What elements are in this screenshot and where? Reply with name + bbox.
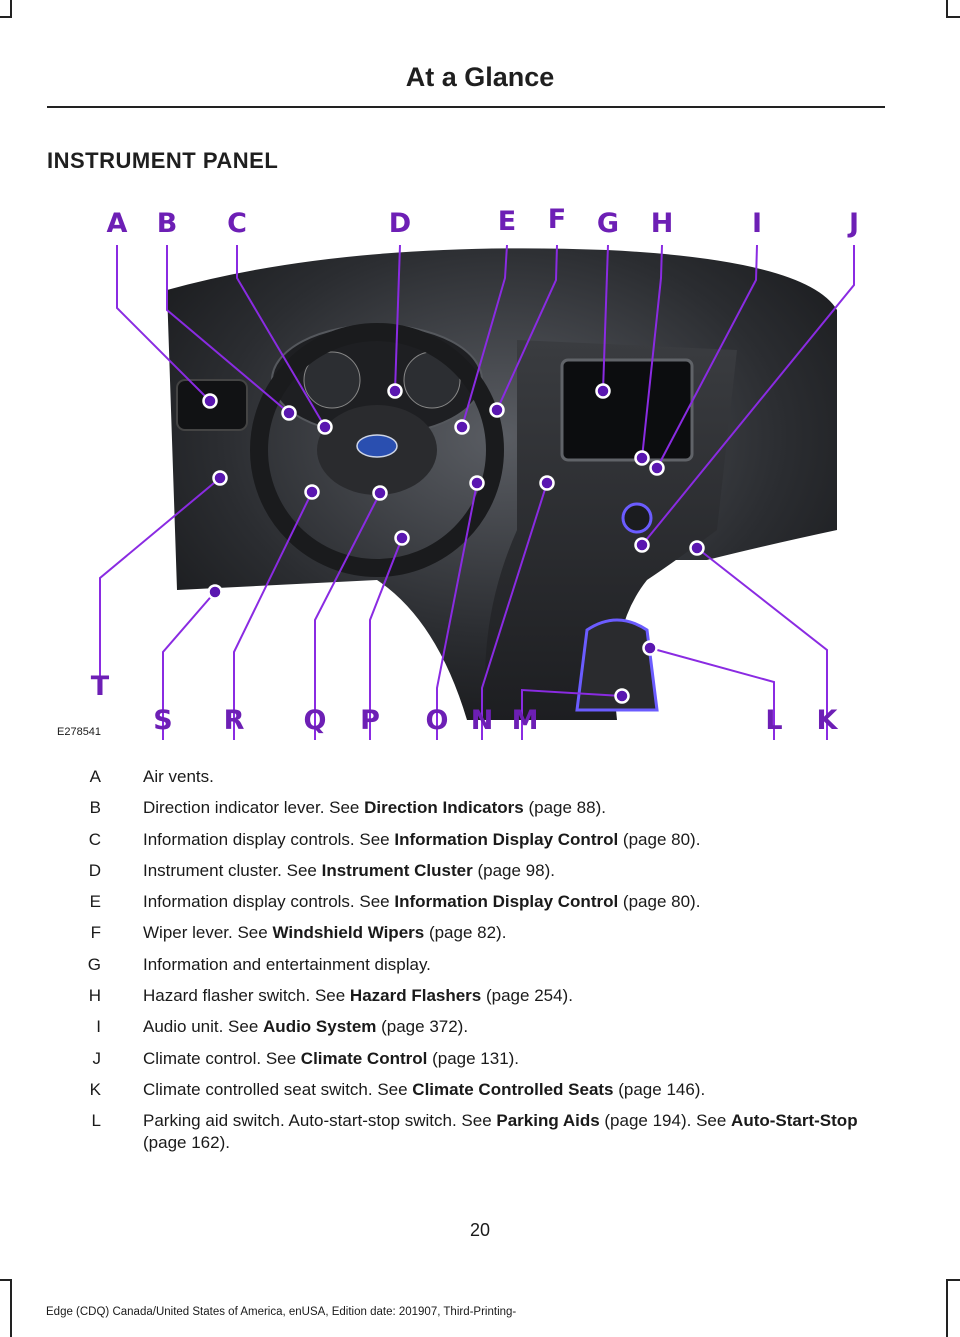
callout-letter: N [471, 705, 494, 736]
page-reference: (page 131). [427, 1049, 519, 1068]
callout-letter: I [752, 208, 762, 239]
callout-letter: G [597, 208, 619, 239]
legend-text: Air vents. [143, 767, 214, 786]
legend-text: Climate control. See [143, 1049, 301, 1068]
cross-reference-link[interactable]: Auto-Start-Stop [731, 1111, 858, 1130]
legend-text: Hazard flasher switch. See [143, 986, 350, 1005]
legend-text: Information and entertainment display. [143, 955, 431, 974]
legend-list: A Air vents. B Direction indicator lever… [47, 766, 885, 1164]
cross-reference-link[interactable]: Information Display Control [394, 892, 618, 911]
legend-letter: H [47, 985, 143, 1007]
legend-letter: J [47, 1048, 143, 1070]
legend-item: A Air vents. [47, 766, 885, 788]
callout-letter: Q [304, 705, 327, 736]
callout-letter: R [224, 705, 245, 736]
callout-letter: J [847, 208, 859, 239]
cross-reference-link[interactable]: Climate Control [301, 1049, 428, 1068]
legend-text: Climate controlled seat switch. See [143, 1080, 412, 1099]
legend-item: F Wiper lever. See Windshield Wipers (pa… [47, 922, 885, 944]
callout-letter: D [389, 208, 411, 239]
legend-text: Instrument cluster. See [143, 861, 322, 880]
legend-text: Information display controls. See [143, 892, 394, 911]
cross-reference-link[interactable]: Climate Controlled Seats [412, 1080, 613, 1099]
header-divider [47, 106, 885, 108]
legend-letter: L [47, 1110, 143, 1154]
legend-item: G Information and entertainment display. [47, 954, 885, 976]
legend-text: Parking aid switch. Auto-start-stop swit… [143, 1111, 496, 1130]
callout-letter: L [765, 705, 782, 736]
page-reference: (page 98). [473, 861, 555, 880]
cross-reference-link[interactable]: Windshield Wipers [272, 923, 424, 942]
legend-item: K Climate controlled seat switch. See Cl… [47, 1079, 885, 1101]
callout-letter: K [817, 705, 839, 736]
crop-mark [946, 1279, 948, 1337]
cross-reference-link[interactable]: Instrument Cluster [322, 861, 473, 880]
callout-letter: E [498, 206, 516, 237]
footer-text: Edge (CDQ) Canada/United States of Ameri… [46, 1306, 516, 1318]
legend-item: I Audio unit. See Audio System (page 372… [47, 1016, 885, 1038]
legend-letter: B [47, 797, 143, 819]
crop-mark [0, 1279, 12, 1281]
legend-letter: I [47, 1016, 143, 1038]
legend-item: B Direction indicator lever. See Directi… [47, 797, 885, 819]
figure-id: E278541 [57, 726, 101, 738]
callout-letter: M [512, 705, 539, 736]
cross-reference-link[interactable]: Audio System [263, 1017, 376, 1036]
legend-letter: C [47, 829, 143, 851]
legend-letter: E [47, 891, 143, 913]
crop-mark [10, 1279, 12, 1337]
legend-text: Information display controls. See [143, 830, 394, 849]
page-reference: (page 88). [524, 798, 606, 817]
legend-letter: K [47, 1079, 143, 1101]
cross-reference-link[interactable]: Parking Aids [496, 1111, 599, 1130]
cross-reference-link[interactable]: Information Display Control [394, 830, 618, 849]
page-reference: (page 162). [143, 1133, 230, 1152]
page-number: 20 [0, 1220, 960, 1241]
page-reference: (page 146). [614, 1080, 706, 1099]
legend-item: L Parking aid switch. Auto-start-stop sw… [47, 1110, 885, 1154]
legend-letter: F [47, 922, 143, 944]
callout-letter: A [107, 208, 128, 239]
legend-text: Direction indicator lever. See [143, 798, 364, 817]
legend-letter: G [47, 954, 143, 976]
instrument-panel-illustration: A B C D E F G H I J K L M N O P Q R S T [47, 200, 885, 745]
callout-letter: C [227, 208, 247, 239]
callout-letter: B [157, 208, 178, 239]
crop-mark [946, 1279, 960, 1281]
cross-reference-link[interactable]: Hazard Flashers [350, 986, 481, 1005]
page-header-title: At a Glance [0, 62, 960, 93]
page-reference: (page 80). [618, 892, 700, 911]
cross-reference-link[interactable]: Direction Indicators [364, 798, 524, 817]
crop-mark [0, 16, 12, 18]
callout-letter: O [426, 705, 449, 736]
page-reference: (page 82). [424, 923, 506, 942]
legend-item: E Information display controls. See Info… [47, 891, 885, 913]
legend-item: C Information display controls. See Info… [47, 829, 885, 851]
legend-item: H Hazard flasher switch. See Hazard Flas… [47, 985, 885, 1007]
legend-item: J Climate control. See Climate Control (… [47, 1048, 885, 1070]
legend-text: Audio unit. See [143, 1017, 263, 1036]
legend-letter: D [47, 860, 143, 882]
legend-item: D Instrument cluster. See Instrument Clu… [47, 860, 885, 882]
callout-letter: H [651, 208, 674, 239]
callout-letter: T [91, 671, 110, 702]
section-heading: INSTRUMENT PANEL [47, 148, 278, 174]
page-reference: (page 372). [376, 1017, 468, 1036]
legend-letter: A [47, 766, 143, 788]
crop-mark [946, 16, 960, 18]
page-reference: (page 80). [618, 830, 700, 849]
page-reference: (page 254). [481, 986, 573, 1005]
callout-letter: F [548, 204, 566, 235]
callout-letter: P [360, 705, 380, 736]
legend-text: Wiper lever. See [143, 923, 272, 942]
callout-letter: S [153, 705, 172, 736]
instrument-panel-figure: A B C D E F G H I J K L M N O P Q R S T [47, 200, 885, 745]
page-reference: (page 194). See [600, 1111, 731, 1130]
